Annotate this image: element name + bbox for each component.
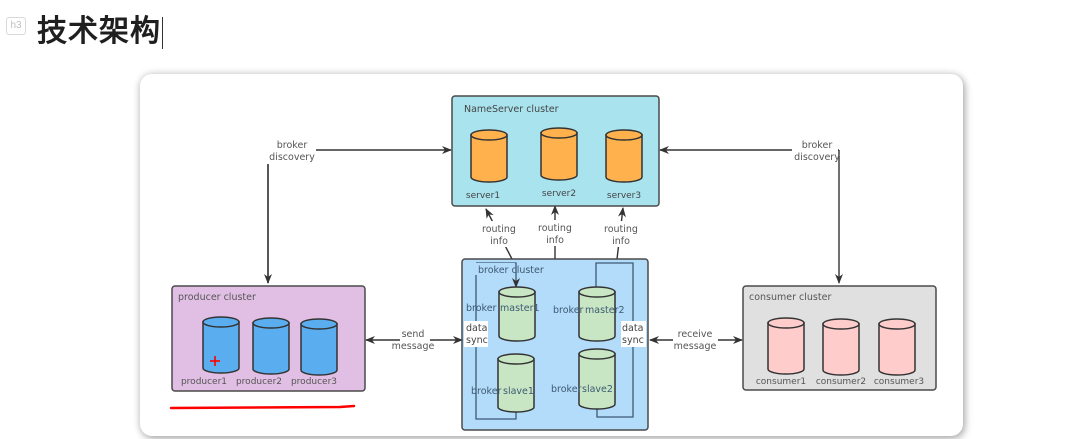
broker-discovery-right-label-1: broker xyxy=(802,140,833,151)
edge-routing-info-3: routing info xyxy=(600,207,644,260)
broker-node-labels: broker master1 broker master2 broker sla… xyxy=(466,303,625,397)
routing-info-1-label-1: routing xyxy=(482,224,516,235)
master1-broker-prefix: broker xyxy=(466,303,497,314)
edge-send-message: send message xyxy=(365,329,463,352)
producer3-label: producer3 xyxy=(291,377,337,387)
routing-info-2-label-2: info xyxy=(546,235,564,246)
send-message-label-2: message xyxy=(392,341,435,352)
data-sync-left-label-1: data xyxy=(466,323,487,334)
consumer-cluster-title: consumer cluster xyxy=(749,292,831,303)
red-underline-annotation xyxy=(169,404,356,410)
slave1-broker-prefix: broker xyxy=(471,386,502,397)
producer1-cylinder xyxy=(202,316,240,374)
producer2-cylinder xyxy=(252,317,290,375)
edge-routing-info-2: routing info xyxy=(533,205,577,259)
text-cursor xyxy=(162,16,163,49)
routing-info-2-label-1: routing xyxy=(538,223,572,234)
receive-message-label-1: receive xyxy=(678,329,713,340)
consumer2-cylinder xyxy=(822,318,860,376)
heading-level-badge: h3 xyxy=(6,17,26,35)
nameserver-cluster-title: NameServer cluster xyxy=(464,104,559,115)
slave2-broker-prefix: broker xyxy=(551,384,582,395)
broker-discovery-left-label-1: broker xyxy=(277,140,308,151)
producer2-label: producer2 xyxy=(236,377,282,387)
server2-label: server2 xyxy=(542,189,576,199)
slave2-label: slave2 xyxy=(582,384,613,395)
server1-label: server1 xyxy=(466,191,500,201)
data-sync-right-label-1: data xyxy=(622,323,643,334)
slave1-cylinder xyxy=(497,353,535,413)
slave1-label: slave1 xyxy=(503,386,534,397)
broker-cluster-title: broker cluster xyxy=(478,265,544,276)
send-message-label-1: send xyxy=(402,329,425,340)
edge-receive-message: receive message xyxy=(649,329,743,352)
receive-message-label-2: message xyxy=(674,341,717,352)
server3-cylinder xyxy=(605,129,643,183)
consumer1-label: consumer1 xyxy=(756,377,806,387)
consumer3-label: consumer3 xyxy=(874,377,924,387)
broker-discovery-right-label-2: discovery xyxy=(794,152,840,163)
producer3-cylinder xyxy=(300,318,338,376)
producer-cluster-title: producer cluster xyxy=(178,292,256,303)
master2-broker-prefix: broker xyxy=(553,305,584,316)
page-heading[interactable]: 技术架构 xyxy=(37,10,163,54)
nameserver-node-labels: server1 server2 server3 xyxy=(466,189,641,201)
producer-node-labels: producer1 producer2 producer3 xyxy=(181,377,337,387)
routing-info-3-label-2: info xyxy=(612,236,630,247)
data-sync-right-label-2: sync xyxy=(622,335,644,346)
master2-cylinder xyxy=(578,286,616,342)
master1-label: master1 xyxy=(500,303,540,314)
edge-broker-discovery-left: broker discovery xyxy=(262,138,452,284)
broker-cluster: broker cluster data sync data sync xyxy=(461,258,649,431)
consumer1-cylinder xyxy=(767,317,805,375)
red-plus-annotation xyxy=(210,356,220,366)
master2-label: master2 xyxy=(585,305,625,316)
producer1-label: producer1 xyxy=(181,377,227,387)
routing-info-1-label-2: info xyxy=(490,236,508,247)
server2-cylinder xyxy=(540,127,578,181)
consumer3-cylinder xyxy=(878,318,916,376)
edge-broker-discovery-right: broker discovery xyxy=(659,138,843,284)
heading-text: 技术架构 xyxy=(37,14,161,49)
data-sync-left-label-2: sync xyxy=(466,335,488,346)
server1-cylinder xyxy=(470,129,508,183)
broker-discovery-left-label-2: discovery xyxy=(269,152,315,163)
slave2-cylinder xyxy=(578,348,616,410)
routing-info-3-label-1: routing xyxy=(604,224,638,235)
consumer-node-labels: consumer1 consumer2 consumer3 xyxy=(756,377,924,387)
edge-routing-info-1: routing info xyxy=(478,208,522,260)
consumer2-label: consumer2 xyxy=(816,377,866,387)
master1-cylinder xyxy=(498,286,536,342)
server3-label: server3 xyxy=(607,191,641,201)
